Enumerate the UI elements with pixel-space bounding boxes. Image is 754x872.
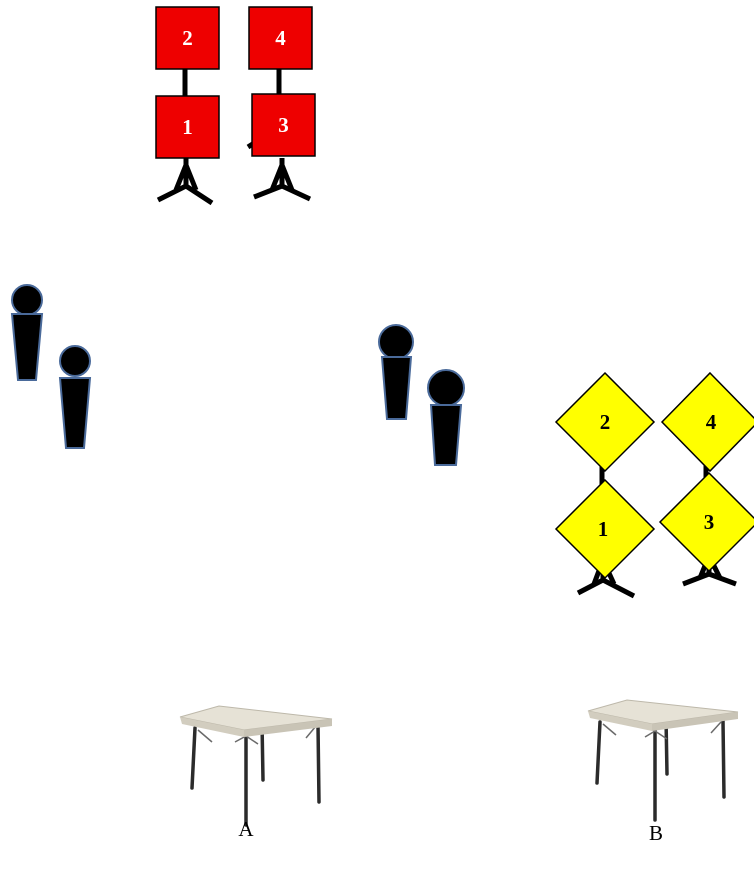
yellow-sign-1-number: 1 <box>598 517 609 541</box>
yellow-sign-2: 2 <box>556 373 654 471</box>
yellow-sign-3-number: 3 <box>704 510 715 534</box>
red-sign-4-number: 4 <box>275 26 286 50</box>
table-b <box>588 700 738 820</box>
person-left-front <box>60 346 90 448</box>
table-a-legs <box>192 722 319 825</box>
yellow-sign-1: 1 <box>556 480 654 578</box>
person-center-back <box>379 325 413 419</box>
person-left-back <box>12 285 42 380</box>
red-sign-2: 2 <box>156 7 219 69</box>
table-b-label: B <box>649 821 663 845</box>
yellow-sign-2-number: 2 <box>600 410 611 434</box>
red-sign-4: 4 <box>249 7 312 69</box>
table-b-legs <box>597 718 724 820</box>
red-sign-group: 2 4 1 3 <box>156 7 315 203</box>
yellow-sign-4-number: 4 <box>706 410 717 434</box>
red-sign-2-number: 2 <box>182 26 193 50</box>
red-sign-1-number: 1 <box>182 115 193 139</box>
table-a <box>180 706 332 825</box>
red-sign-3-number: 3 <box>278 113 289 137</box>
red-sign-1: 1 <box>156 96 219 158</box>
person-center-front <box>428 370 464 465</box>
table-a-label: A <box>238 817 254 841</box>
yellow-sign-group: 2 4 1 3 <box>556 373 754 596</box>
yellow-sign-4: 4 <box>662 373 754 471</box>
yellow-sign-3: 3 <box>660 473 754 571</box>
red-sign-3: 3 <box>252 94 315 156</box>
